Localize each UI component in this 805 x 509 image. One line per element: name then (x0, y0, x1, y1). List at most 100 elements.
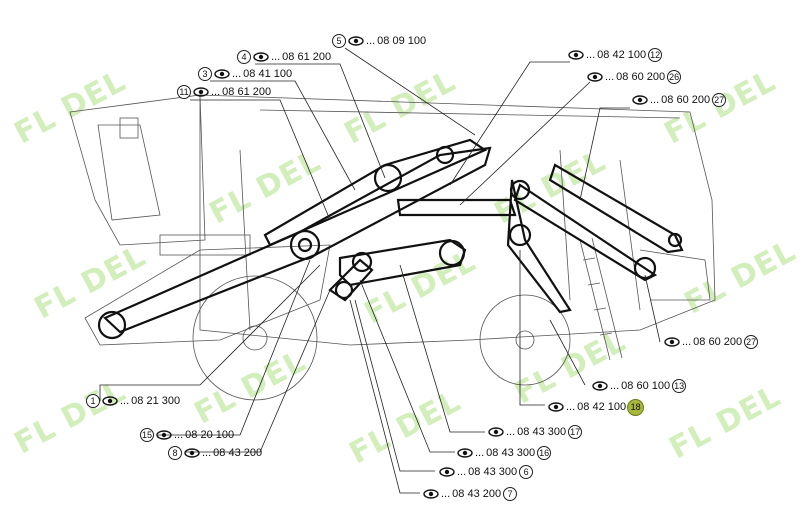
callout-12[interactable]: ... 08 42 100 12 (566, 47, 663, 63)
eye-icon (423, 489, 439, 499)
callout-prefix: ... (605, 71, 615, 83)
callout-number: 3 (198, 67, 212, 81)
callout-15[interactable]: 15 ... 08 20 100 (140, 427, 234, 443)
callout-8[interactable]: 8 ... 08 43 200 (168, 445, 262, 461)
eye-icon (193, 87, 209, 97)
body-panel (239, 149, 641, 331)
callout-number: 17 (568, 425, 583, 439)
callout-ref: 08 43 300 (486, 447, 536, 459)
cab-window (97, 124, 161, 221)
front-wheel-hub (242, 325, 268, 351)
callout-number: 11 (177, 85, 191, 99)
callout-number: 27 (712, 93, 727, 107)
eye-icon (156, 430, 172, 440)
callout-number: 1 (86, 394, 100, 408)
callout-11[interactable]: 11 ... 08 61 200 (177, 84, 271, 100)
pulley-upper (373, 163, 403, 193)
eye-icon (348, 36, 364, 46)
callout-number: 26 (667, 70, 682, 84)
pulley-left (97, 310, 127, 340)
eye-icon (632, 95, 648, 105)
pulley-upper-2 (435, 145, 455, 165)
callout-number: 13 (672, 379, 687, 393)
eye-icon (587, 72, 603, 82)
callout-7[interactable]: ... 08 43 200 7 (421, 486, 518, 502)
callout-ref: 08 60 200 (616, 71, 666, 83)
callout-number: 4 (237, 50, 251, 64)
eye-icon (457, 448, 473, 458)
callout-prefix: ... (610, 380, 620, 392)
callout-prefix: ... (650, 94, 660, 106)
belt-middle (396, 198, 517, 217)
pulley-lower (438, 239, 466, 267)
callout-27-top[interactable]: ... 08 60 200 27 (630, 92, 727, 108)
callout-ref: 08 43 300 (468, 466, 518, 478)
callout-prefix: ... (271, 51, 281, 63)
body-top-rail (259, 109, 681, 119)
callout-prefix: ... (586, 49, 596, 61)
eye-icon (592, 381, 608, 391)
callout-27-bottom[interactable]: ... 08 60 200 27 (662, 334, 759, 350)
callout-ref: 08 61 200 (282, 51, 332, 63)
rear-structure (639, 249, 711, 301)
callout-prefix: ... (232, 68, 242, 80)
belt-lower (338, 238, 467, 287)
pulley-right-2 (667, 232, 683, 248)
eye-icon (253, 52, 269, 62)
callout-ref: 08 20 100 (185, 429, 235, 441)
pulley-vertical (508, 223, 532, 247)
rear-wheel-hub (515, 330, 535, 350)
pulley-cleaning (334, 280, 354, 300)
pulley-center (289, 229, 321, 261)
callout-16[interactable]: ... 08 43 300 16 (455, 445, 552, 461)
cab-outline (69, 94, 206, 246)
callout-prefix: ... (120, 395, 130, 407)
callout-number: 8 (168, 446, 182, 460)
eye-icon (439, 467, 455, 477)
eye-icon (214, 69, 230, 79)
ladder (579, 237, 623, 361)
callout-prefix: ... (441, 488, 451, 500)
pulley-right (633, 256, 657, 280)
callout-3[interactable]: 3 ... 08 41 100 (198, 66, 292, 82)
eye-icon (488, 427, 504, 437)
callout-ref: 08 41 100 (243, 68, 293, 80)
callout-ref: 08 42 100 (597, 49, 647, 61)
eye-icon (664, 337, 680, 347)
callout-number: 16 (537, 446, 552, 460)
callout-prefix: ... (202, 447, 212, 459)
callout-5[interactable]: 5 ... 08 09 100 (332, 33, 426, 49)
callout-number: 5 (332, 34, 346, 48)
callout-prefix: ... (366, 35, 376, 47)
callout-6[interactable]: ... 08 43 300 6 (437, 464, 534, 480)
callout-number: 27 (744, 335, 759, 349)
belt-vertical (506, 179, 572, 314)
callout-prefix: ... (506, 426, 516, 438)
callout-prefix: ... (457, 466, 467, 478)
callout-number: 6 (519, 465, 534, 479)
callout-17[interactable]: ... 08 43 300 17 (486, 424, 583, 440)
callout-4[interactable]: 4 ... 08 61 200 (237, 49, 331, 65)
callout-prefix: ... (566, 401, 576, 413)
callout-1[interactable]: 1 ... 08 21 300 (86, 393, 180, 409)
pulley-inner (297, 237, 313, 253)
callout-ref: 08 43 300 (517, 426, 567, 438)
eye-icon (568, 50, 584, 60)
callout-13[interactable]: ... 08 60 100 13 (590, 378, 687, 394)
callout-26[interactable]: ... 08 60 200 26 (585, 69, 682, 85)
belt-right-diagonal (548, 163, 684, 254)
eye-icon (184, 448, 200, 458)
eye-icon (548, 402, 564, 412)
callout-ref: 08 60 100 (621, 380, 671, 392)
callout-number: 12 (648, 48, 663, 62)
callout-ref: 08 60 200 (693, 336, 743, 348)
feeder-house (159, 234, 251, 256)
callout-18[interactable]: ... 08 42 100 18 (546, 398, 645, 416)
callout-number: 7 (503, 487, 518, 501)
callout-prefix: ... (475, 447, 485, 459)
callout-prefix: ... (682, 336, 692, 348)
callout-ref: 08 61 200 (222, 86, 272, 98)
